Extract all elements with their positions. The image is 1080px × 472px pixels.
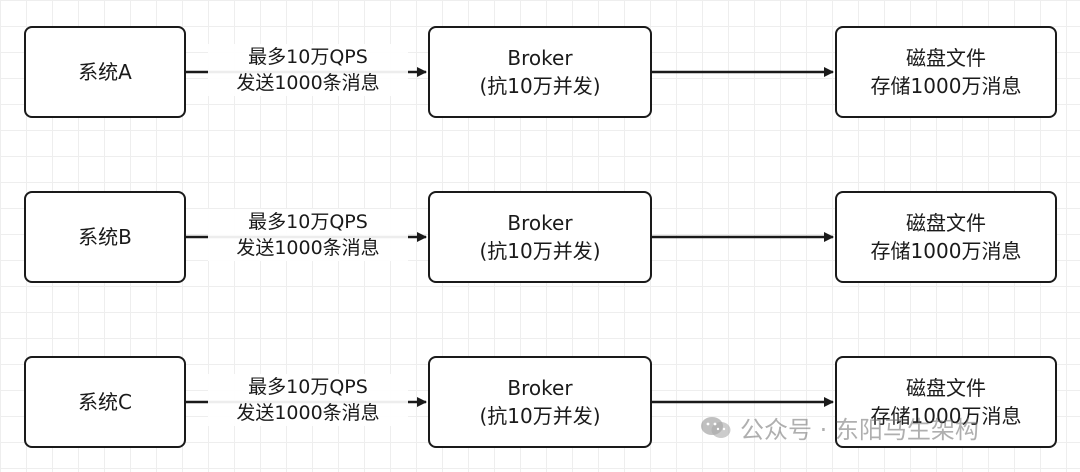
- broker-b-title: Broker: [507, 211, 573, 235]
- edge-label-c: 最多10万QPS 发送1000条消息: [208, 374, 408, 426]
- disk-b-title: 磁盘文件: [906, 211, 986, 235]
- edge-label-a: 最多10万QPS 发送1000条消息: [208, 44, 408, 96]
- broker-b-box: Broker (抗10万并发): [428, 191, 652, 283]
- disk-a-title: 磁盘文件: [906, 46, 986, 70]
- disk-b-box: 磁盘文件 存储1000万消息: [835, 191, 1057, 283]
- watermark: 公众号 · 东阳马生架构: [700, 410, 979, 445]
- broker-a-title: Broker: [507, 46, 573, 70]
- system-b-label: 系统B: [78, 225, 132, 249]
- system-b-box: 系统B: [24, 191, 186, 283]
- watermark-text: 公众号 · 东阳马生架构: [740, 416, 979, 444]
- edge-label-b-line1: 最多10万QPS: [248, 211, 368, 233]
- edge-label-c-line1: 最多10万QPS: [248, 376, 368, 398]
- edge-label-b: 最多10万QPS 发送1000条消息: [208, 209, 408, 261]
- system-c-box: 系统C: [24, 356, 186, 448]
- disk-c-subtitle: 存储1000万消息: [870, 404, 1022, 428]
- system-a-label: 系统A: [78, 60, 132, 84]
- wechat-icon: [701, 416, 731, 438]
- disk-a-subtitle: 存储1000万消息: [870, 74, 1022, 98]
- disk-b-subtitle: 存储1000万消息: [870, 239, 1022, 263]
- system-c-label: 系统C: [78, 390, 132, 414]
- edge-label-a-line2: 发送1000条消息: [236, 72, 380, 94]
- broker-a-box: Broker (抗10万并发): [428, 26, 652, 118]
- broker-a-subtitle: (抗10万并发): [479, 74, 601, 98]
- edge-label-a-line1: 最多10万QPS: [248, 46, 368, 68]
- edge-label-b-line2: 发送1000条消息: [236, 237, 380, 259]
- edge-label-c-line2: 发送1000条消息: [236, 402, 380, 424]
- disk-a-box: 磁盘文件 存储1000万消息: [835, 26, 1057, 118]
- system-a-box: 系统A: [24, 26, 186, 118]
- broker-b-subtitle: (抗10万并发): [479, 239, 601, 263]
- broker-c-subtitle: (抗10万并发): [479, 404, 601, 428]
- disk-c-title: 磁盘文件: [906, 376, 986, 400]
- broker-c-title: Broker: [507, 376, 573, 400]
- disk-c-box: 磁盘文件 存储1000万消息: [835, 356, 1057, 448]
- broker-c-box: Broker (抗10万并发): [428, 356, 652, 448]
